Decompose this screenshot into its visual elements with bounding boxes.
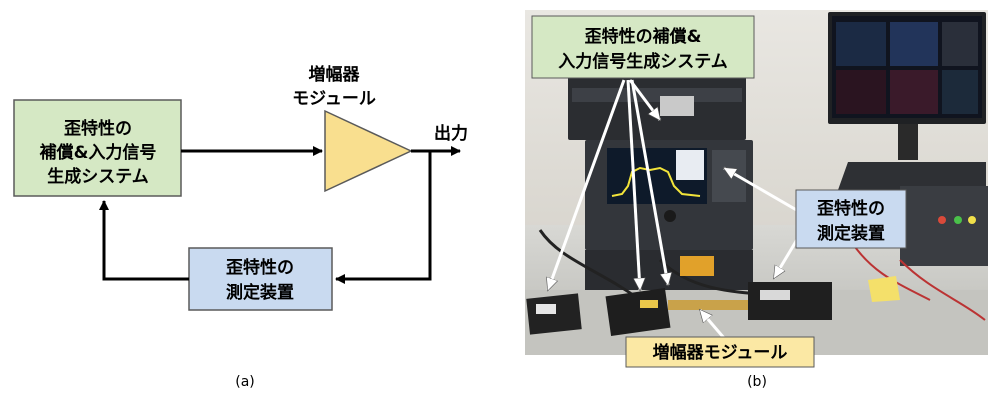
callout-arrow-comp-to-amp bbox=[630, 79, 668, 285]
rack-panel-strip bbox=[572, 88, 742, 102]
measurement-block-line1: 歪特性の bbox=[226, 257, 294, 278]
right-instrument bbox=[900, 186, 988, 266]
cable-2 bbox=[538, 229, 641, 302]
callout-arrow-comp-to-cable bbox=[626, 79, 640, 290]
analyzer-knob bbox=[664, 210, 676, 222]
amplifier-module-block bbox=[605, 288, 671, 336]
callout-arrow-comp-to-rack bbox=[628, 79, 662, 120]
analyzer-keypad bbox=[712, 150, 746, 202]
compensation-block-line3: 生成システム bbox=[47, 166, 149, 187]
yellow-tag bbox=[868, 276, 900, 302]
constellation-plot-2 bbox=[836, 70, 886, 114]
photo-compensation-line1: 歪特性の補償& bbox=[585, 26, 702, 47]
measurement-device-block bbox=[188, 247, 333, 311]
right-sensor-label bbox=[760, 290, 790, 300]
photo-compensation-line2: 入力信号生成システム bbox=[558, 51, 728, 72]
feedback-line-up bbox=[99, 200, 189, 281]
right-sensor-box bbox=[748, 282, 832, 320]
spectrum-trace bbox=[611, 166, 701, 197]
data-table-4 bbox=[942, 70, 978, 114]
caption-b: (b) bbox=[747, 374, 767, 390]
photo-amplifier-label-box bbox=[625, 336, 815, 368]
rack-connector-panel bbox=[660, 96, 694, 116]
amplifier-label-line2: モジュール bbox=[292, 89, 376, 109]
callout-arrow-meas-to-analyzer bbox=[724, 166, 801, 214]
compensation-block-line2: 補償&入力信号 bbox=[39, 142, 157, 163]
monitor-stand bbox=[898, 124, 918, 160]
measurement-block-line2: 測定装置 bbox=[226, 282, 294, 303]
led-green bbox=[954, 216, 962, 224]
constellation-plot-1 bbox=[836, 22, 886, 66]
feedback-line-down bbox=[335, 151, 432, 284]
caption-a: (a) bbox=[235, 374, 255, 390]
callout-arrow-comp-to-left-sensor bbox=[548, 79, 626, 290]
led-yellow bbox=[968, 216, 976, 224]
led-red bbox=[938, 216, 946, 224]
photo-measurement-line1: 歪特性の bbox=[817, 198, 885, 219]
cable-4 bbox=[849, 239, 931, 301]
compensation-system-block bbox=[13, 99, 182, 197]
photo-amplifier-label: 増幅器モジュール bbox=[653, 342, 788, 363]
left-sensor-label bbox=[536, 304, 556, 314]
data-table-2 bbox=[942, 22, 978, 66]
photo-measurement-label-box bbox=[795, 189, 907, 249]
data-table-1 bbox=[890, 22, 938, 66]
output-label: 出力 bbox=[434, 123, 468, 144]
callout-arrow-amp-to-module bbox=[698, 310, 726, 339]
keyboard bbox=[838, 162, 986, 190]
panel-b-photo: 歪特性の補償& 入力信号生成システム 歪特性の 測定装置 増幅器モジュール (b… bbox=[525, 10, 988, 390]
amplifier-label-line1: 増幅器 bbox=[309, 64, 361, 85]
amplifier-triangle bbox=[324, 109, 413, 193]
yellow-dut-box bbox=[680, 256, 714, 276]
photo-measurement-line2: 測定装置 bbox=[817, 223, 885, 244]
analyzer-side-panel bbox=[676, 150, 704, 180]
photo-compensation-label-box bbox=[531, 15, 755, 79]
coupler-chain bbox=[668, 300, 748, 310]
panel-a-diagram: 歪特性の 補償&入力信号 生成システム 増幅器 モジュール 出力 歪特性の 測定… bbox=[13, 64, 468, 390]
amp-module-label bbox=[640, 300, 658, 308]
rack-top-instrument bbox=[568, 70, 746, 140]
cable-3 bbox=[899, 259, 986, 321]
compensation-block-line1: 歪特性の bbox=[64, 118, 132, 139]
data-table-3 bbox=[890, 70, 938, 114]
